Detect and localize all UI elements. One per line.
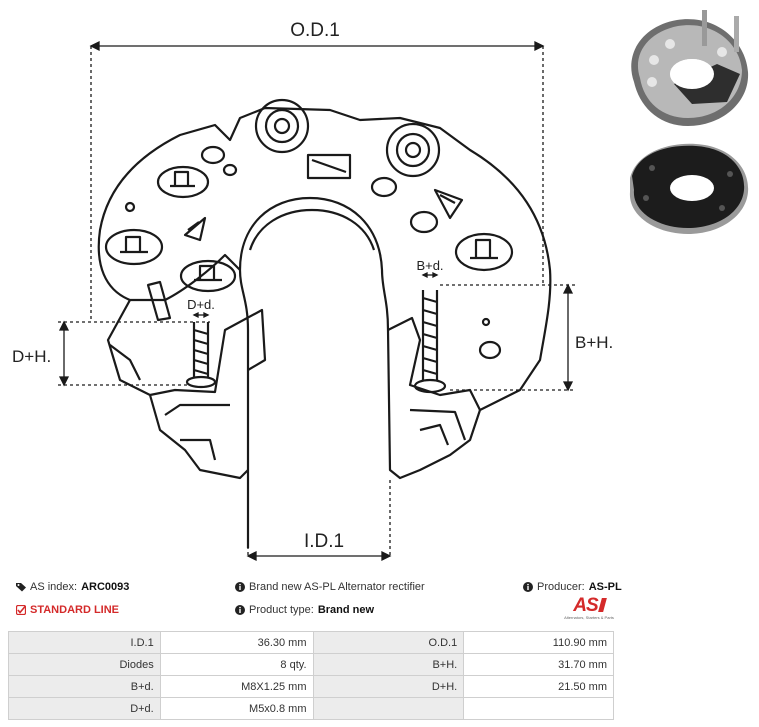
as-index-label: AS index: [30, 581, 78, 593]
as-index-value: ARC0093 [81, 581, 130, 593]
product-type-label: Product type: [249, 604, 314, 616]
as-index: AS index: ARC0093 [16, 581, 129, 593]
table-row: D+d.M5x0.8 mm [8, 697, 614, 720]
spec-value-cell: 110.90 mm [463, 631, 614, 654]
description-text: Brand new AS-PL Alternator rectifier [249, 581, 425, 593]
as-pl-logo: AS Alternators, Starters & Parts [563, 596, 615, 624]
spec-key-cell: B+H. [312, 653, 465, 676]
producer: Producer: AS-PL [523, 581, 622, 593]
info-icon [235, 605, 245, 615]
spec-value-cell [463, 697, 614, 720]
od1-label: O.D.1 [290, 20, 340, 41]
spec-key-cell [312, 697, 465, 720]
product-photo-top [631, 10, 749, 126]
spec-value-cell: 21.50 mm [463, 675, 614, 698]
spec-key-cell: B+d. [8, 675, 161, 698]
logo-tagline: Alternators, Starters & Parts [564, 615, 614, 620]
spec-value-cell: M8X1.25 mm [159, 675, 314, 698]
left-bracket [106, 299, 267, 480]
checkbox-icon [16, 605, 26, 615]
standard-line-label: STANDARD LINE [30, 604, 120, 616]
spec-key-cell: I.D.1 [8, 631, 161, 654]
description: Brand new AS-PL Alternator rectifier [235, 581, 425, 593]
technical-drawing: O.D.1 I.D.1 D+H. B+H. D+d. B+d. [12, 20, 613, 562]
spec-value-cell: 36.30 mm [159, 631, 314, 654]
dh-label: D+H. [12, 347, 51, 366]
spec-value-cell: M5x0.8 mm [159, 697, 314, 720]
info-icon [523, 582, 533, 592]
spec-key-cell: D+d. [8, 697, 161, 720]
rectifier-outline [97, 106, 552, 548]
bh-label: B+H. [575, 333, 613, 352]
spec-key-cell: O.D.1 [312, 631, 465, 654]
product-type: Product type: Brand new [235, 604, 374, 616]
right-stud [421, 290, 439, 380]
tag-icon [16, 583, 26, 592]
bore-arch [248, 208, 376, 251]
product-photo-bottom [629, 143, 749, 234]
info-icon [235, 582, 245, 592]
standard-line: STANDARD LINE [16, 604, 119, 616]
spec-key-cell: Diodes [8, 653, 161, 676]
id1-label: I.D.1 [304, 531, 344, 552]
logo-text: AS [573, 595, 598, 616]
dd-label: D+d. [187, 297, 215, 312]
product-type-value: Brand new [317, 604, 375, 616]
producer-label: Producer: [537, 581, 585, 593]
left-stud [192, 322, 210, 378]
spec-value-cell: 31.70 mm [463, 653, 614, 676]
spec-value-cell: 8 qty. [159, 653, 314, 676]
producer-value: AS-PL [588, 581, 622, 593]
bd-label: B+d. [416, 258, 443, 273]
spec-key-cell: D+H. [312, 675, 465, 698]
